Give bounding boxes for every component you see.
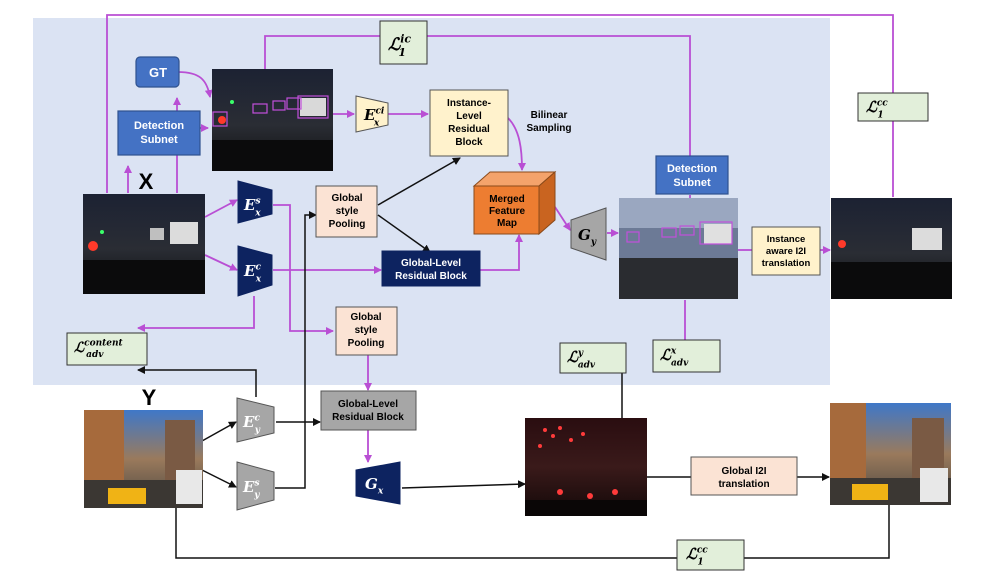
encoder-eci: [355, 95, 389, 133]
edge-esx-to-pooling2: [273, 204, 334, 335]
encoder-ecx: [237, 245, 273, 297]
edge-gt-to-detection: [177, 71, 213, 98]
edge-x-to-ecx: [204, 254, 238, 271]
edge-global-residual-to-merged: [480, 234, 523, 271]
image-y: [84, 410, 203, 508]
edge-x-to-esx: [204, 199, 238, 218]
global-style-pooling-box: [315, 185, 378, 238]
gt-box: [135, 56, 180, 88]
output-image-top: [831, 198, 952, 299]
merged-feature-map: [472, 170, 557, 236]
encoder-esx: [237, 180, 273, 224]
edge-y-to-ecy: [201, 421, 237, 442]
loss-adv-content-box: [66, 332, 148, 366]
edge-gx-to-night: [401, 480, 526, 489]
loss-adv-x-box: [652, 339, 721, 373]
global-residual-box: [381, 250, 481, 287]
edge-l1cc-bottom-to-output: [744, 505, 890, 559]
math-g-y: Gy: [578, 226, 597, 248]
global-translation-box: [690, 456, 798, 496]
encoder-esy: [236, 461, 275, 511]
generator-gy: [570, 207, 607, 261]
edge-pooling1-to-instance: [377, 157, 461, 206]
edge-ecy-to-ladv-content: [137, 366, 257, 397]
edge-x-to-l1cc-top: [106, 14, 894, 193]
edge-ecx-to-ladv-content: [137, 296, 255, 332]
label-gt: GT: [149, 65, 167, 80]
edge-y-to-l1cc-bottom: [175, 508, 677, 559]
translated-image: [619, 198, 738, 299]
global-style-pooling-box-2: [335, 306, 398, 356]
global-residual-box-2: [320, 390, 417, 431]
loss-l1-ic-box: [379, 20, 428, 65]
detection-subnet-box: [117, 110, 201, 156]
label-x: X: [139, 169, 154, 194]
instance-residual-box: [429, 89, 509, 157]
generator-gx: [355, 461, 401, 505]
edge-esy-to-pooling1: [275, 211, 317, 489]
label-y: Y: [142, 385, 157, 410]
instance-aware-translation-box: [751, 226, 821, 276]
loss-l1-cc-bottom-box: [676, 539, 745, 571]
edge-y-to-esy: [201, 469, 237, 488]
loss-adv-y-box: [559, 342, 627, 374]
edge-merged-to-gy: [554, 206, 571, 231]
edge-instance-to-merged: [507, 117, 526, 171]
night-translated-image: [525, 418, 647, 516]
edge-l1ic-right: [427, 35, 691, 156]
output-image-bottom: [830, 403, 951, 505]
loss-l1-cc-top-box: [857, 92, 929, 122]
edge-pooling1-to-global-residual: [377, 214, 431, 253]
edge-l1ic-left: [264, 35, 380, 69]
encoder-ecy: [236, 397, 275, 443]
math-g-x: Gx: [365, 475, 384, 497]
detection-image: [212, 69, 333, 171]
detection-subnet-box-2: [655, 155, 729, 195]
image-x: [83, 194, 205, 294]
